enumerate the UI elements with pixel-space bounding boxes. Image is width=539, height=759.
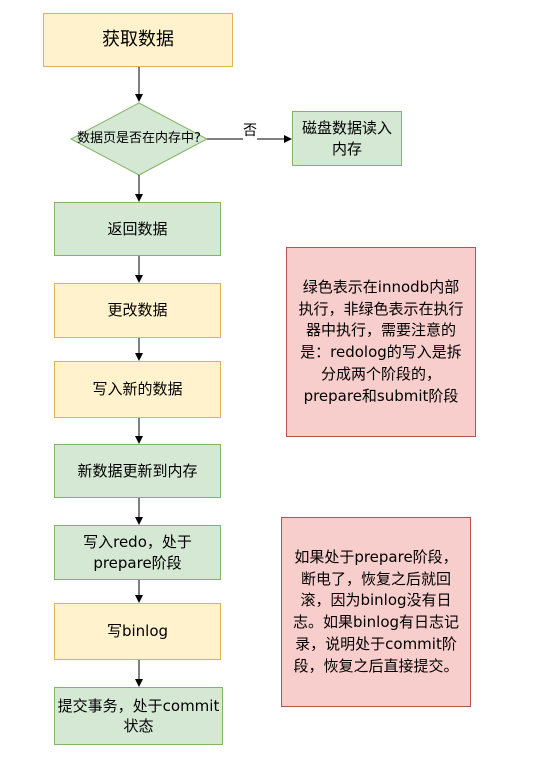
node-commit: 提交事务，处于commit状态 bbox=[54, 687, 223, 745]
node-change-data: 更改数据 bbox=[54, 283, 221, 338]
node-write-redo-label: 写入redo，处于prepare阶段 bbox=[83, 533, 192, 572]
node-return-data-label: 返回数据 bbox=[107, 219, 168, 238]
node-change-data-label: 更改数据 bbox=[107, 301, 168, 320]
note-innodb: 绿色表示在innodb内部执行，非绿色表示在执行器中执行，需要注意的是：redo… bbox=[286, 247, 476, 437]
node-update-mem-label: 新数据更新到内存 bbox=[77, 461, 198, 480]
node-decision-label: 数据页是否在内存中? bbox=[77, 131, 201, 147]
note-innodb-text: 绿色表示在innodb内部执行，非绿色表示在执行器中执行，需要注意的是：redo… bbox=[298, 277, 464, 405]
edge-label-no: 否 bbox=[243, 120, 257, 140]
node-disk-read-label: 磁盘数据读入内存 bbox=[301, 119, 392, 158]
node-return-data: 返回数据 bbox=[54, 202, 221, 256]
node-write-new-label: 写入新的数据 bbox=[92, 380, 183, 399]
node-write-binlog: 写binlog bbox=[54, 603, 221, 660]
node-decision-label-wrap: 数据页是否在内存中? bbox=[64, 128, 214, 150]
node-write-new: 写入新的数据 bbox=[54, 361, 221, 418]
note-crash-recovery: 如果处于prepare阶段，断电了，恢复之后就回滚，因为binlog没有日志。如… bbox=[281, 517, 471, 707]
node-commit-label: 提交事务，处于commit状态 bbox=[57, 696, 220, 735]
node-write-binlog-label: 写binlog bbox=[106, 622, 169, 641]
node-write-redo: 写入redo，处于prepare阶段 bbox=[54, 525, 221, 580]
node-get-data: 获取数据 bbox=[43, 13, 233, 67]
node-disk-read: 磁盘数据读入内存 bbox=[292, 111, 402, 166]
note-crash-recovery-text: 如果处于prepare阶段，断电了，恢复之后就回滚，因为binlog没有日志。如… bbox=[292, 547, 460, 675]
node-get-data-label: 获取数据 bbox=[102, 28, 174, 50]
node-update-mem: 新数据更新到内存 bbox=[54, 444, 221, 498]
